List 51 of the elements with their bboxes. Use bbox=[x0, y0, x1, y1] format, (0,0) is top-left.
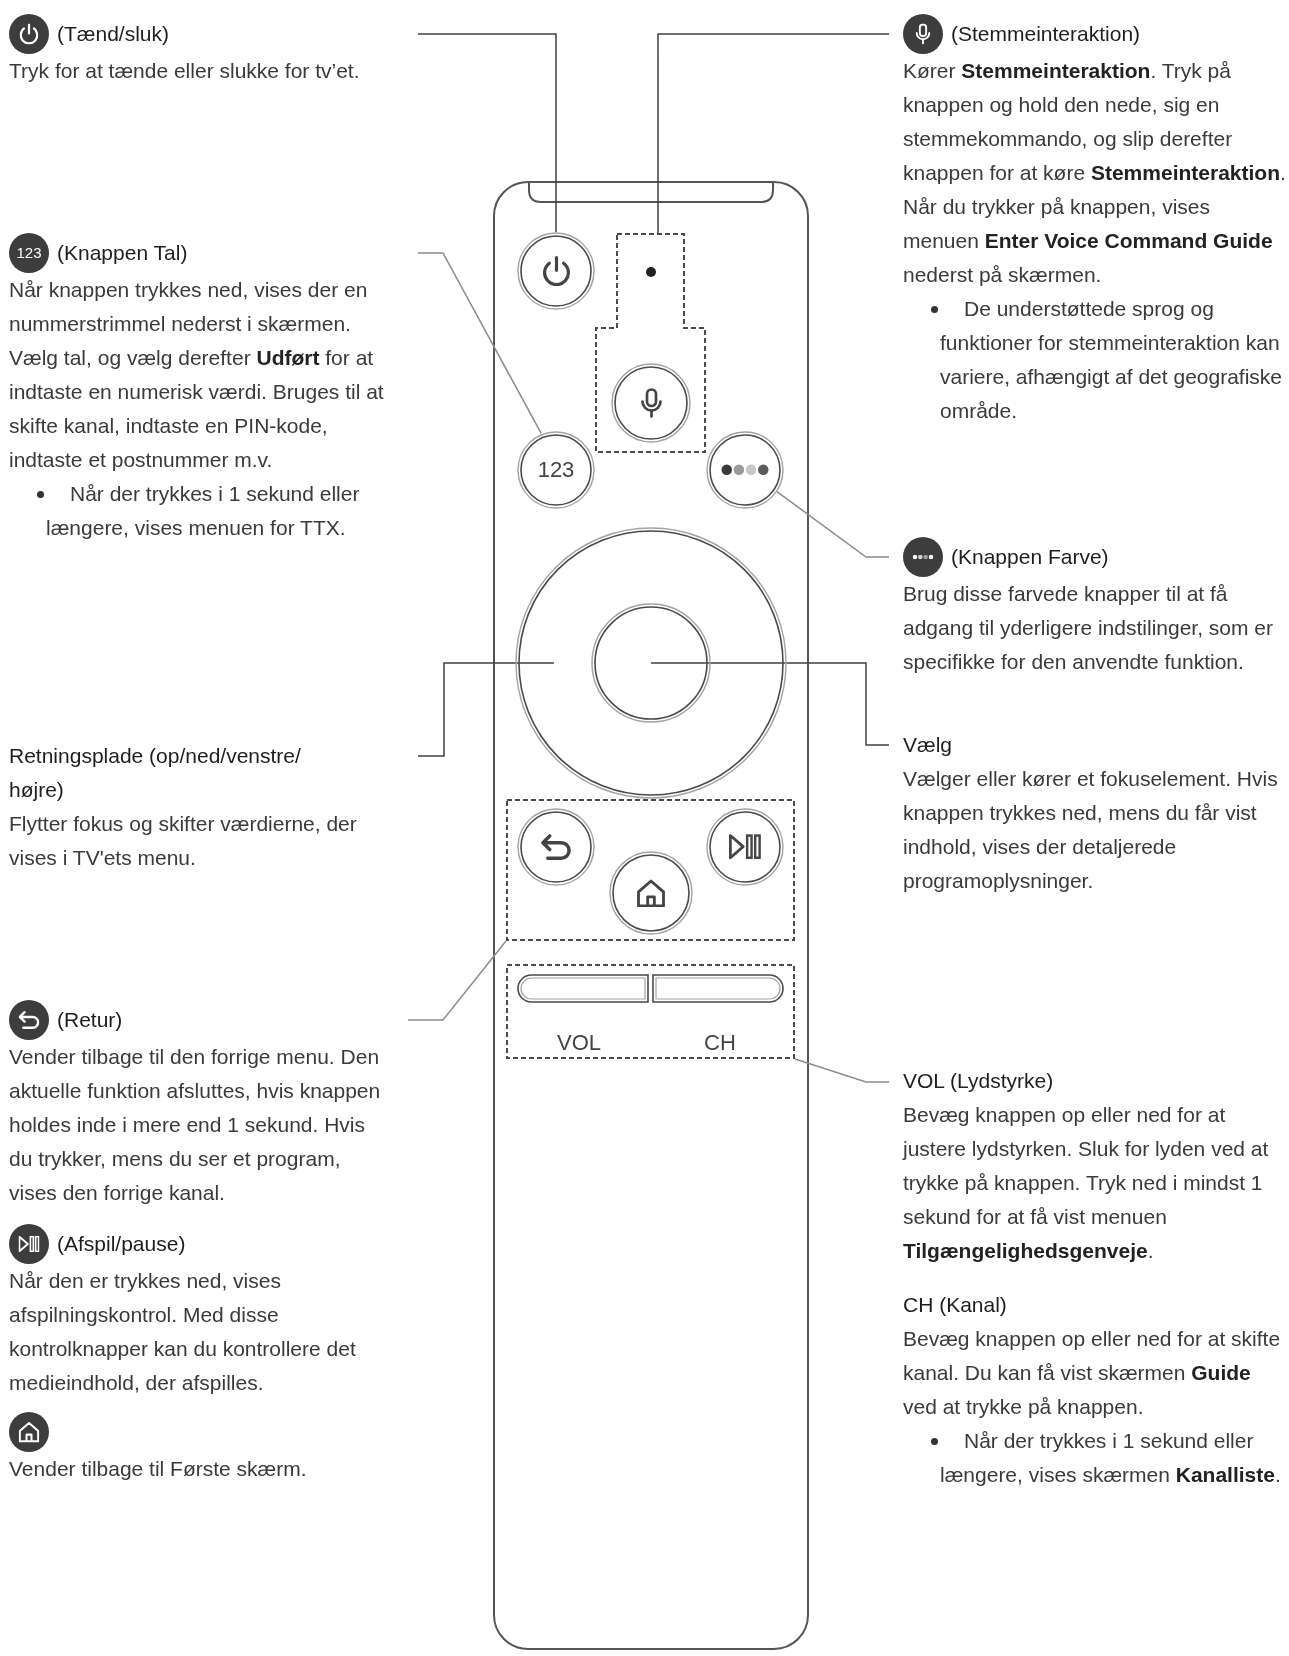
description-text: Når den er trykkes ned, vises afspilningskontrol. Med disse kontrolknapper kan du kontrollere det medieindhold, der afspilles. bbox=[9, 1268, 357, 1396]
description-text: Vælger eller kører et fokuselement. Hvis knappen trykkes ned, mens du får vist indhold, vises der detaljerede programoplysninger. bbox=[903, 766, 1279, 894]
leader-line bbox=[775, 490, 890, 558]
dashed-region bbox=[595, 233, 706, 453]
volume-rocker bbox=[517, 974, 649, 1003]
description-text: Kører Stemmeinteraktion. Tryk på knappen og hold den nede, sig en stemmekommando, og slip derefter knappen for at køre Stemmeinteraktion. bbox=[903, 58, 1287, 186]
description-text: Tryk for at tænde eller slukke for tv’et. bbox=[9, 58, 361, 84]
key-heading: (Knappen Farve) bbox=[951, 544, 1109, 570]
power-button bbox=[517, 232, 595, 310]
color-button bbox=[706, 431, 784, 509]
key-heading: Retningsplade (op/ned/venstre/ højre) bbox=[9, 743, 302, 803]
key-heading: (Stemmeinteraktion) bbox=[951, 21, 1141, 47]
key-label: 123 bbox=[537, 457, 575, 483]
leader-line bbox=[657, 33, 890, 234]
leader-line bbox=[417, 33, 557, 233]
description-text: Vender tilbage til den forrige menu. Den aktuelle funktion afsluttes, hvis knappen holdes inde i mere end 1 sekund. Hvis du trykker, mens du ser et program, vises den forrige kanal. bbox=[9, 1044, 382, 1206]
description-text: Brug disse farvede knapper til at få adgang til yderligere indstilinger, som er specifikke for den anvendte funktion. bbox=[903, 581, 1275, 675]
description-text: Vender tilbage til Første skærm. bbox=[9, 1456, 308, 1482]
leader-line bbox=[407, 940, 507, 1021]
key-heading: (Knappen Tal) bbox=[57, 240, 188, 266]
return-button bbox=[517, 808, 595, 886]
key-heading: (Retur) bbox=[57, 1007, 123, 1033]
description-text: Når knappen trykkes ned, vises der en nummerstrimmel nederst i skærmen. Vælg tal, og vælg derefter Udført for at indtaste en numerisk værdi. Bruges til at skifte kanal, indtaste en PIN-kode, indtaste et postnummer m.v. bbox=[9, 277, 385, 473]
description-text: Flytter fokus og skifter værdierne, der vises i TV'ets menu. bbox=[9, 811, 358, 871]
key-heading: Vælg bbox=[903, 732, 954, 758]
channel-rocker bbox=[652, 974, 784, 1003]
leader-line bbox=[417, 662, 555, 757]
leader-line bbox=[417, 252, 542, 435]
select-button bbox=[591, 603, 711, 723]
key-label: VOL bbox=[557, 1030, 601, 1056]
home-button bbox=[609, 851, 693, 935]
description-text: Bevæg knappen op eller ned for at justere lydstyrken. Sluk for lyden ved at trykke på knappen. Tryk ned i mindst 1 sekund for at få vist menuen Tilgængelighedsgenveje. bbox=[903, 1102, 1270, 1264]
direction-pad bbox=[515, 527, 787, 799]
leader-line bbox=[650, 662, 890, 746]
dashed-region bbox=[506, 799, 795, 941]
microphone-button bbox=[611, 363, 691, 443]
play-pause-button bbox=[706, 808, 784, 886]
dashed-region bbox=[506, 964, 795, 1059]
note-text: Når der trykkes i 1 sekund eller længere, vises menuen for TTX. bbox=[46, 481, 361, 541]
note-text: Når der trykkes i 1 sekund eller længere, vises skærmen Kanalliste. bbox=[940, 1428, 1282, 1488]
key-heading: (Afspil/pause) bbox=[57, 1231, 186, 1257]
note-text: De understøttede sprog og funktioner for stemmeinteraktion kan variere, afhængigt af det geografiske område. bbox=[940, 296, 1284, 424]
leader-line bbox=[794, 1058, 890, 1083]
description-text: Når du trykker på knappen, vises menuen Enter Voice Command Guide nederst på skærmen. bbox=[903, 194, 1274, 288]
key-label: CH bbox=[704, 1030, 736, 1056]
key-heading: VOL (Lydstyrke) bbox=[903, 1068, 1055, 1094]
key-heading: CH (Kanal) bbox=[903, 1292, 1008, 1318]
key-heading: (Tænd/sluk) bbox=[57, 21, 170, 47]
number-button bbox=[517, 431, 595, 509]
number-badge: 123 bbox=[9, 233, 49, 273]
description-text: Bevæg knappen op eller ned for at skifte kanal. Du kan få vist skærmen Guide ved at trykke på knappen. bbox=[903, 1326, 1282, 1420]
